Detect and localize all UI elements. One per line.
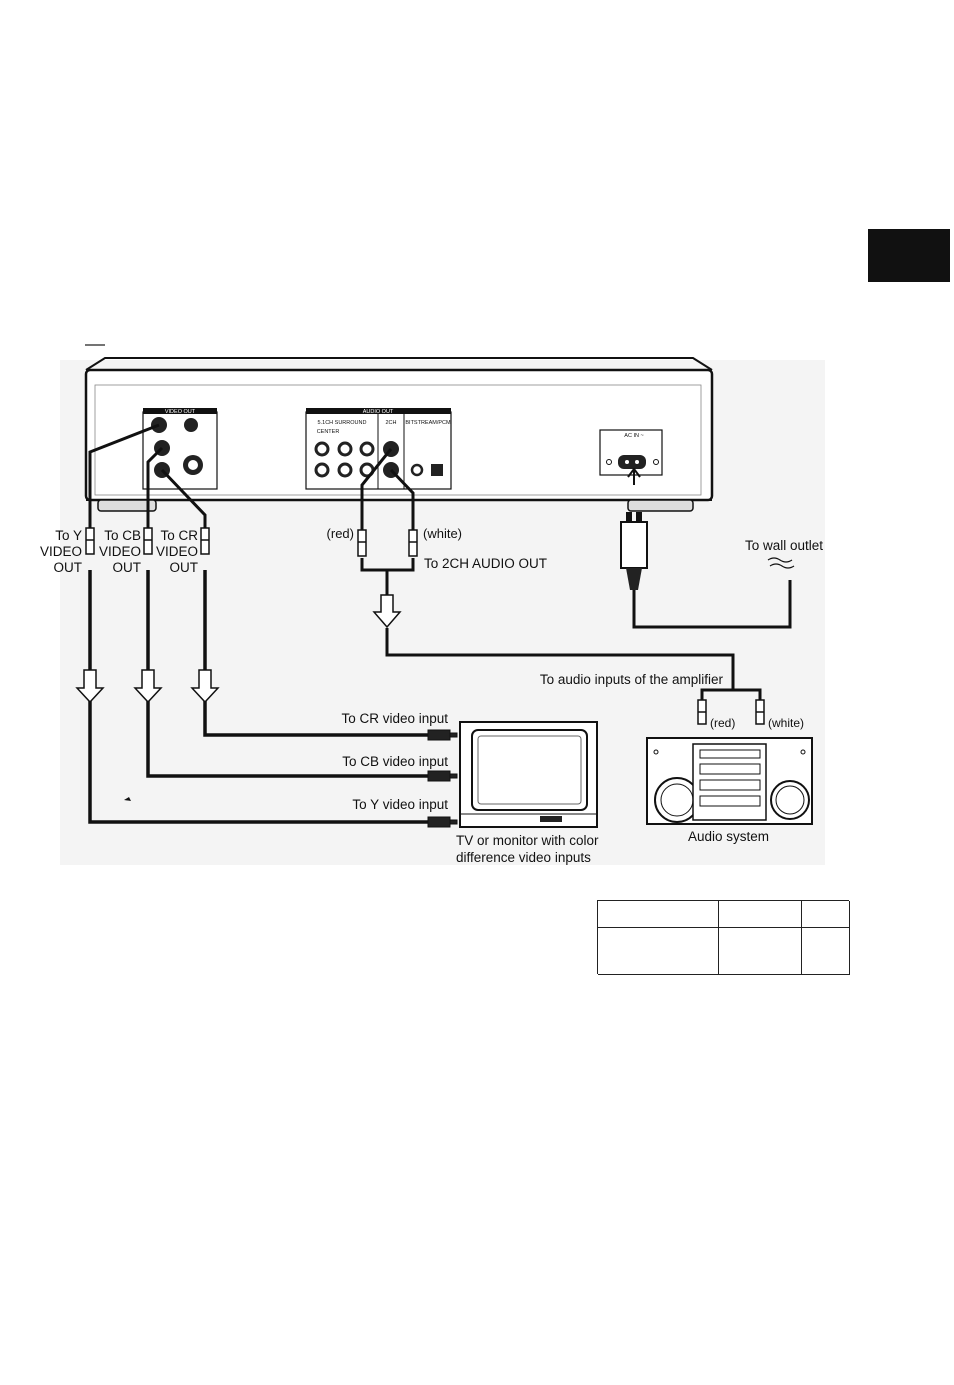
audio-white-label: (white): [423, 526, 462, 541]
to-amplifier-label: To audio inputs of the amplifier: [540, 672, 724, 687]
surround-jack: [337, 462, 353, 478]
table-cell: [802, 928, 850, 975]
video-out-label: VIDEO OUT: [165, 409, 196, 415]
audio-cables: [360, 448, 762, 700]
video-direction-arrows: [75, 669, 220, 704]
audio-system: [646, 737, 813, 825]
audio-out-label: AUDIO OUT: [363, 409, 394, 415]
tv-cr-input-label: To CR video input: [341, 711, 448, 726]
composite-video-jack: [184, 418, 198, 432]
ac-inlet-socket: [618, 455, 646, 469]
surround-jack: [359, 441, 375, 457]
video-out-jack-group: VIDEO OUT: [142, 408, 218, 490]
surround-label: 5.1CH SURROUND: [318, 420, 367, 426]
to-2ch-audio-out-label: To 2CH AUDIO OUT: [424, 556, 547, 571]
ac-in-label: AC IN ~: [624, 433, 643, 439]
table-cell: [598, 901, 719, 928]
video-direction-arrows: [124, 797, 131, 801]
video-cables: [88, 423, 428, 824]
table-cell: [719, 901, 802, 928]
video-plugs-tv: [427, 729, 458, 828]
tv-y-input-label: To Y video input: [352, 797, 448, 812]
amp-red-label: (red): [710, 716, 735, 730]
table-cell: [719, 928, 802, 975]
audio-red-label: (red): [327, 526, 354, 541]
cb-label-line2: VIDEO: [99, 544, 141, 559]
table-cell: [598, 928, 719, 975]
tv-caption-line1: TV or monitor with color: [456, 833, 599, 848]
audio-out-jack-group: AUDIO OUT 5.1CH SURROUND CENTER 2CH BITS…: [305, 408, 452, 490]
coaxial-jack: [410, 463, 424, 477]
optical-jack: [431, 464, 443, 476]
y-label-line3: OUT: [54, 560, 83, 575]
cb-label-line1: To CB: [104, 528, 141, 543]
audio-plugs: [357, 529, 765, 725]
surround-jack: [337, 441, 353, 457]
audio-direction-arrow: [372, 594, 402, 629]
tv-cb-input-label: To CB video input: [342, 754, 448, 769]
blank-table: [597, 900, 850, 975]
video-out-labels: To Y VIDEO OUT To CB VIDEO OUT To CR VID…: [40, 528, 198, 575]
player-foot-right: [627, 499, 694, 512]
ac-inlet-group: AC IN ~: [599, 429, 663, 476]
two-ch-label: 2CH: [385, 420, 396, 426]
surround-jack: [314, 462, 330, 478]
center-label: CENTER: [317, 429, 340, 435]
table-cell: [802, 901, 850, 928]
player-foot-left: [97, 499, 157, 512]
power-cord: [620, 467, 795, 629]
y-label-line1: To Y: [55, 528, 82, 543]
video-plugs-upper: [85, 527, 210, 555]
audio-system-caption: Audio system: [688, 829, 769, 844]
tv-monitor: [459, 721, 598, 828]
surround-jack: [314, 441, 330, 457]
cb-label-line3: OUT: [113, 560, 142, 575]
bitstream-label: BITSTREAM/PCM: [405, 420, 451, 426]
wall-outlet-label: To wall outlet: [745, 538, 823, 553]
y-label-line2: VIDEO: [40, 544, 82, 559]
cr-label-line2: VIDEO: [156, 544, 198, 559]
cr-label-line1: To CR: [160, 528, 198, 543]
tv-caption-line2: difference video inputs: [456, 850, 591, 865]
amp-white-label: (white): [768, 716, 804, 730]
page-tab-marker: [868, 229, 950, 282]
cr-label-line3: OUT: [170, 560, 199, 575]
